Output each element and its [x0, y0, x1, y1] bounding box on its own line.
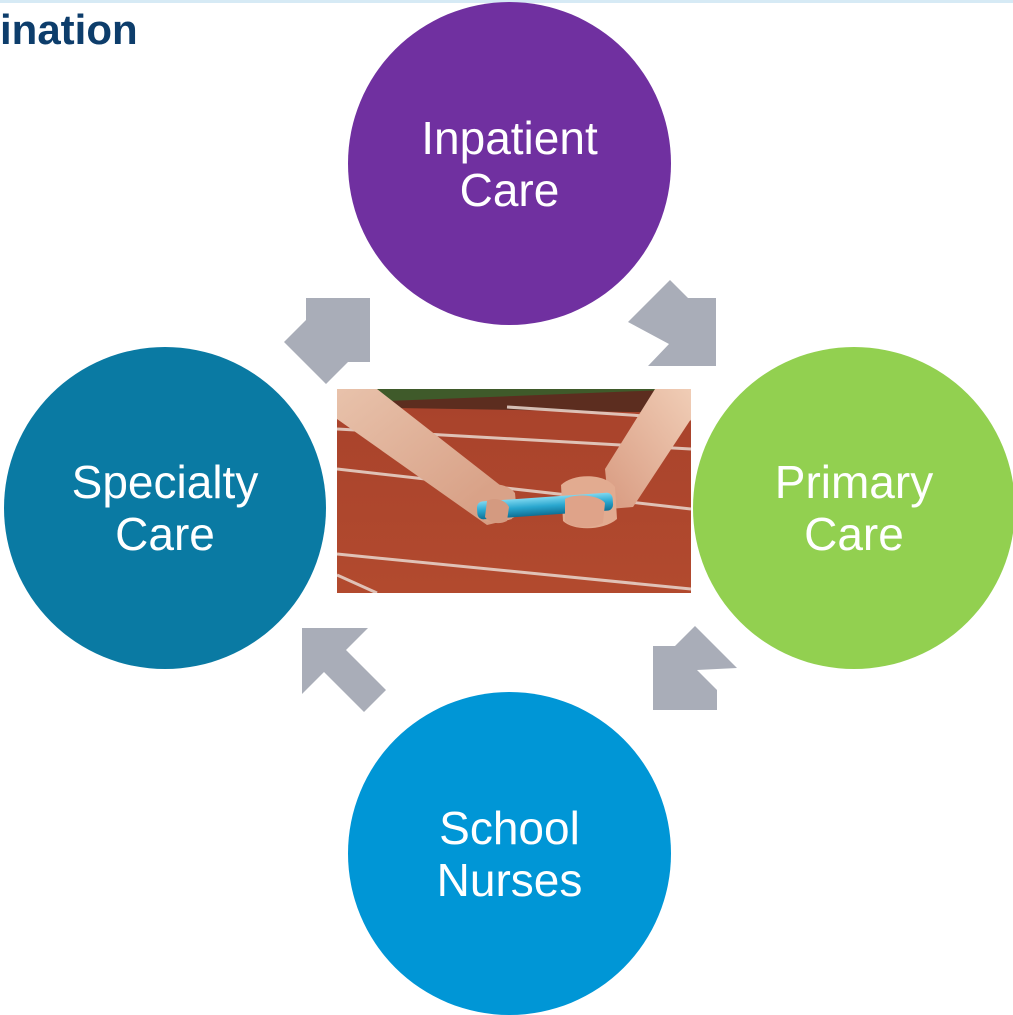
arrow-top-left-icon	[284, 298, 370, 384]
node-specialty-care: Specialty Care	[4, 347, 326, 669]
node-label: School Nurses	[436, 801, 583, 906]
node-label: Inpatient Care	[421, 111, 598, 216]
arrow-bottom-right-icon	[653, 626, 737, 710]
node-label: Specialty Care	[71, 456, 259, 560]
top-divider	[0, 0, 1013, 3]
arrow-top-right-icon	[628, 280, 716, 366]
page-title: ination	[0, 6, 138, 53]
relay-baton-photo	[337, 389, 691, 593]
node-inpatient-care: Inpatient Care	[348, 2, 671, 325]
node-label: Primary Care	[774, 456, 934, 560]
node-school-nurses: School Nurses	[348, 692, 671, 1015]
arrow-bottom-left-icon	[302, 628, 386, 712]
node-primary-care: Primary Care	[693, 347, 1013, 669]
